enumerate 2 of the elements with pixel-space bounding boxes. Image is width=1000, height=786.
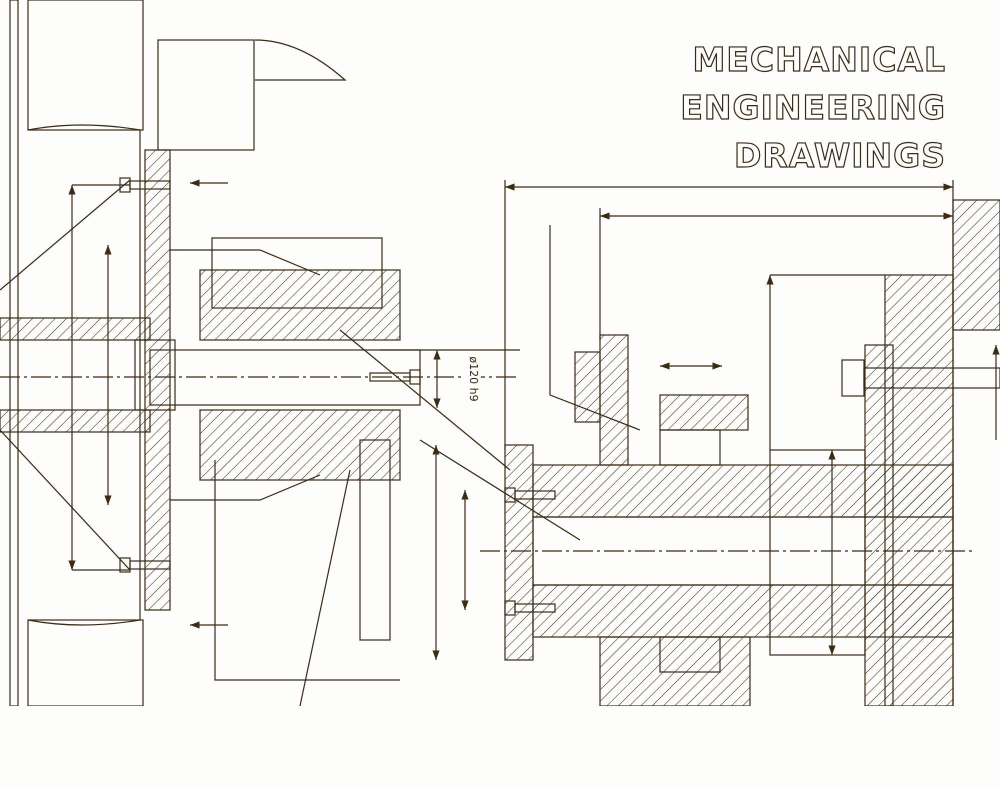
dimension-label: ø120 h9 bbox=[464, 356, 481, 402]
title: MECHANICAL ENGINEERING DRAWINGS bbox=[679, 39, 946, 177]
